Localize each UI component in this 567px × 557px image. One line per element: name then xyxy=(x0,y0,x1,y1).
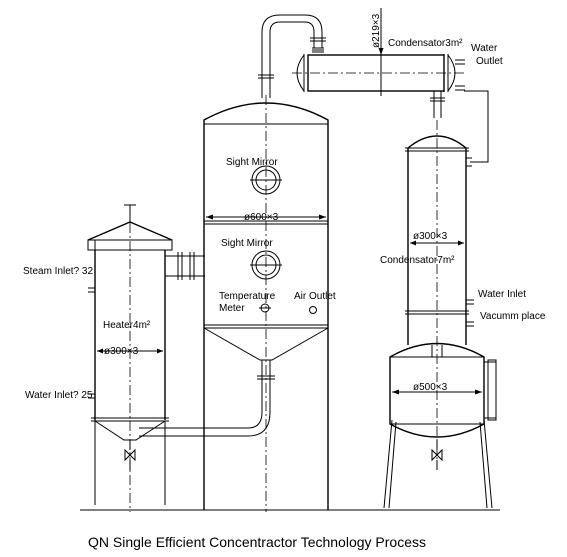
heater-diameter-label: ø300×3 xyxy=(104,346,139,357)
vacuum-place-label: Vacumm place xyxy=(480,311,546,322)
receiver-diameter-dimension xyxy=(392,389,482,395)
sight-mirror-1 xyxy=(250,165,282,195)
evaporator-diameter-label: ø600×3 xyxy=(244,212,279,223)
sight-mirror-2 xyxy=(250,250,282,280)
water-outlet-label-line2: Outlet xyxy=(476,56,503,67)
condensator7-label: Condensator7m² xyxy=(380,255,455,266)
temperature-meter-label-line1: Temperature xyxy=(219,291,276,302)
sight-mirror-1-label: Sight Mirror xyxy=(226,157,278,168)
pipe-diameter-label: ø219×3 xyxy=(371,13,382,48)
evaporator-diameter-dimension xyxy=(206,214,326,220)
air-outlet-label: Air Outlet xyxy=(294,291,336,302)
evaporator-vessel xyxy=(203,95,329,512)
heater-diameter-dimension xyxy=(97,348,163,354)
water-inlet-left-label: Water Inlet? 25 xyxy=(25,390,93,401)
temperature-meter-label-line2: Meter xyxy=(219,303,245,314)
steam-inlet-label: Steam Inlet? 32 xyxy=(23,266,93,277)
heater-label: Heater4m² xyxy=(103,320,151,331)
evaporator-outlet-pipe xyxy=(139,360,275,437)
water-inlet-right-label: Water Inlet xyxy=(478,289,526,300)
steam-inlet-pipe xyxy=(88,252,205,399)
separator-column xyxy=(405,120,474,470)
receiver-tank xyxy=(383,342,497,509)
receiver-outlet-valve xyxy=(431,440,443,470)
water-outlet-label-line1: Water xyxy=(471,43,498,54)
separator-diameter-label: ø300×3 xyxy=(413,231,448,242)
diagram-caption: QN Single Efficient Concentractor Techno… xyxy=(88,534,426,550)
receiver-diameter-label: ø500×3 xyxy=(413,382,448,393)
air-outlet-port xyxy=(309,306,317,314)
pipe-diameter-dimension xyxy=(378,8,384,55)
separator-diameter-dimension xyxy=(410,240,464,246)
vapour-pipe xyxy=(258,14,326,98)
horizontal-condensator xyxy=(292,50,466,96)
condensator3-label: Condensator3m² xyxy=(388,38,463,49)
sight-mirror-2-label: Sight Mirror xyxy=(221,238,273,249)
condensate-pipe xyxy=(430,90,489,163)
temperature-meter-icon xyxy=(259,303,271,313)
heater-outlet-valve xyxy=(124,440,136,470)
